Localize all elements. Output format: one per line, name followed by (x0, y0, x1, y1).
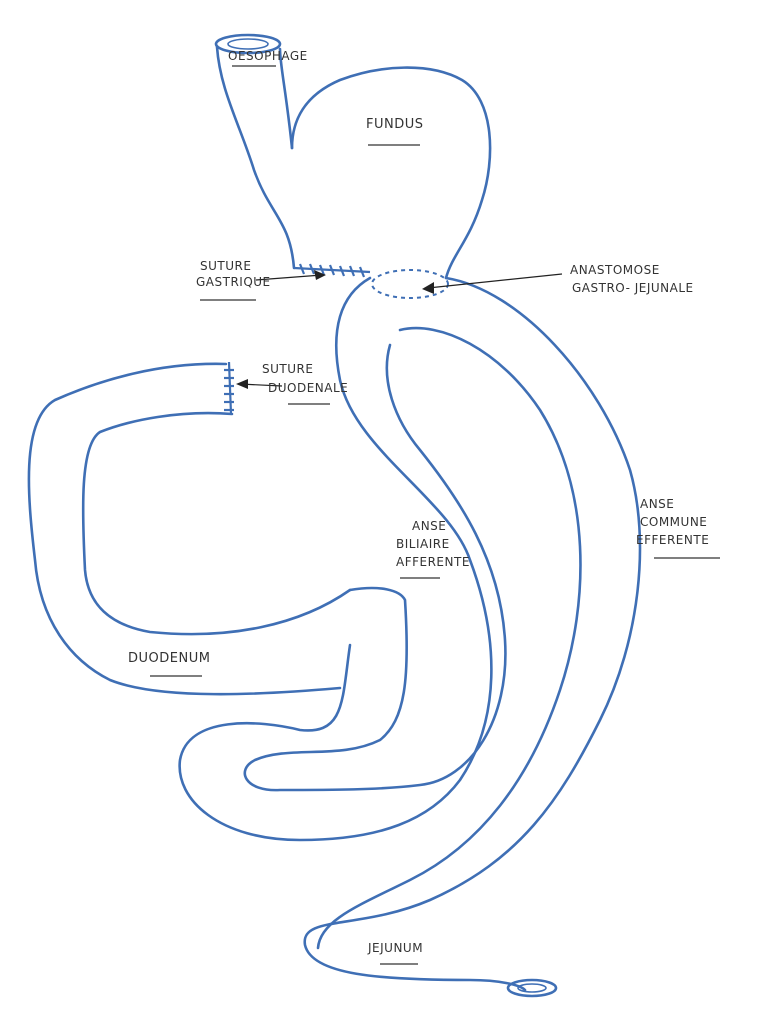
label-duodenum: DUODENUM (128, 651, 210, 677)
duodenum-outer (27, 362, 342, 696)
svg-text:FUNDUS: FUNDUS (366, 117, 424, 132)
label-fundus: FUNDUS (366, 117, 424, 146)
label-suture-gastrique: SUTURE GASTRIQUE (196, 259, 271, 301)
label-suture-duodenale: SUTURE DUODENALE (262, 362, 348, 405)
svg-text:JEJUNUM: JEJUNUM (367, 941, 423, 955)
svg-text:DUODENALE: DUODENALE (268, 381, 348, 395)
svg-text:OESOPHAGE: OESOPHAGE (228, 49, 308, 63)
svg-text:ANSE: ANSE (412, 519, 446, 533)
svg-text:ANSE: ANSE (640, 497, 674, 511)
gastric-suture (293, 263, 371, 278)
label-oesophage: OESOPHAGE (228, 49, 308, 67)
common-limb-outer (303, 276, 642, 992)
svg-text:DUODENUM: DUODENUM (128, 651, 210, 666)
svg-text:AFFERENTE: AFFERENTE (396, 555, 470, 569)
common-limb-inner (316, 326, 582, 950)
label-anse-biliaire: ANSE BILIAIRE AFFERENTE (396, 519, 470, 579)
svg-text:BILIAIRE: BILIAIRE (396, 537, 450, 551)
duodenal-suture-arrow (236, 379, 283, 389)
svg-text:SUTURE: SUTURE (200, 259, 251, 273)
anastomosis-arrow (422, 273, 563, 294)
svg-text:ANASTOMOSE: ANASTOMOSE (570, 263, 660, 277)
gastric-suture-arrow (255, 270, 326, 281)
duodenum-inner (81, 411, 352, 636)
anastomosis-outline (371, 269, 449, 299)
stomach-fundus (290, 66, 492, 280)
biliary-limb-inner (243, 343, 507, 792)
svg-text:SUTURE: SUTURE (262, 362, 313, 376)
biliary-limb-outer (178, 276, 493, 842)
label-anastomose: ANASTOMOSE GASTRO- JEJUNALE (570, 263, 694, 295)
svg-text:EFFERENTE: EFFERENTE (636, 533, 709, 547)
svg-text:GASTRO- JEJUNALE: GASTRO- JEJUNALE (572, 281, 694, 295)
duodenal-suture (224, 361, 234, 415)
svg-text:COMMUNE: COMMUNE (640, 515, 707, 529)
svg-text:GASTRIQUE: GASTRIQUE (196, 275, 271, 289)
label-jejunum: JEJUNUM (367, 941, 423, 965)
oesophagus (214, 33, 296, 270)
label-anse-commune: ANSE COMMUNE EFFERENTE (636, 497, 720, 559)
jejunum-opening (506, 978, 558, 998)
